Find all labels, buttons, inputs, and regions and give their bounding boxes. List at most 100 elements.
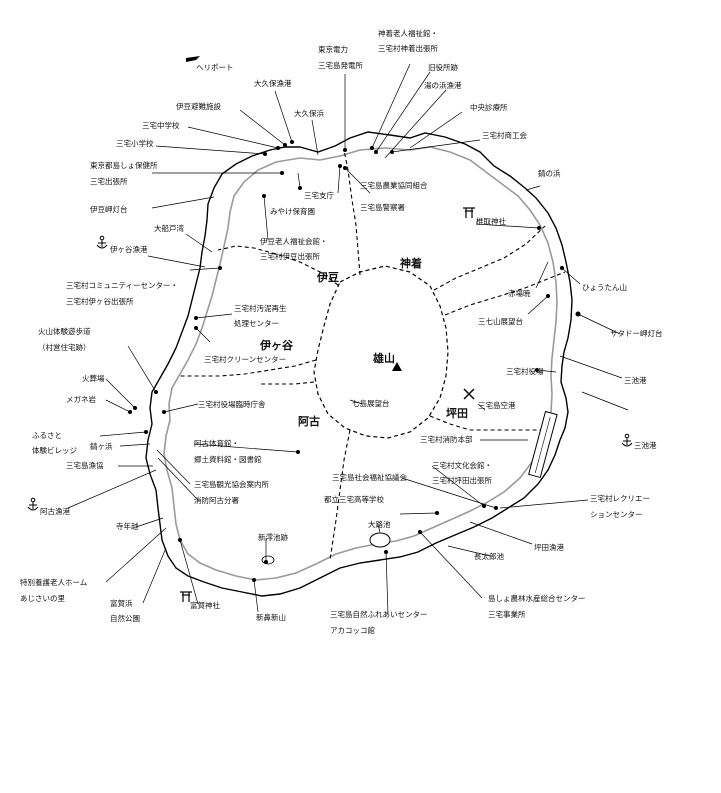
label-izu-welfare-1: 伊豆老人福祉会館・ <box>260 237 328 246</box>
label-miyake-elem: 三宅小学校 <box>116 139 154 148</box>
shrine-icon <box>463 207 475 218</box>
airport-icon <box>463 388 475 400</box>
district-izu: 伊豆 <box>317 271 339 284</box>
oike-lake <box>369 532 391 548</box>
label-tokyo-power: 東京電力 <box>318 45 348 54</box>
peak-icon <box>392 362 402 371</box>
label-nursing-2: あじさいの里 <box>20 594 65 603</box>
label-volcano-trail-2: （村営住宅跡） <box>38 343 91 352</box>
label-kamitsuki-welfare-2: 三宅村神着出張所 <box>378 44 438 53</box>
label-agri-center-1: 島しょ農林水産総合センター <box>488 594 586 603</box>
label-nanashima: 三七山展望台 <box>478 317 523 326</box>
label-shichito: 七島展望台 <box>352 399 390 408</box>
label-miyake-branch: 三宅支庁 <box>304 191 334 200</box>
label-ishi-no-hara: 錆の浜 <box>538 169 561 178</box>
label-okubo-beach: 大久保浜 <box>294 109 324 118</box>
label-heliport: ヘリポート <box>196 63 234 72</box>
label-shinmio-yama: 新鼻新山 <box>256 613 286 622</box>
label-izu-lighthouse: 伊豆岬灯台 <box>90 205 128 214</box>
label-nature-2: アカコッコ館 <box>330 626 375 635</box>
district-tsubota: 坪田 <box>446 407 468 420</box>
label-jinenji: 寺年越 <box>116 522 139 531</box>
label-igaya-fishing: 伊ヶ谷漁港 <box>110 245 148 254</box>
label-kazando: 火葬場 <box>82 374 105 383</box>
label-sataduke: サタドー岬灯台 <box>610 329 663 338</box>
label-toga-shrine-2: 富賀神社 <box>190 601 220 610</box>
label-hyoutan: ひょうたん山 <box>582 283 627 292</box>
label-recreation-1: 三宅村レクリエー <box>590 494 650 503</box>
label-agri-center-2: 三宅事業所 <box>488 610 526 619</box>
label-miike: 三池港 <box>624 376 647 385</box>
label-akabakyo: 赤場暁 <box>508 289 531 298</box>
label-ako-gym-1: 阿古体育館・ <box>194 439 239 448</box>
label-miyake-nursery: みやけ保育園 <box>270 207 315 216</box>
label-oike: 大路池 <box>368 520 391 529</box>
label-police: 三宅島警察署 <box>360 203 405 212</box>
anchor-icon <box>27 497 39 511</box>
label-furusato-1: ふるさと <box>32 431 62 440</box>
label-old-office: 旧役所跡 <box>428 63 458 72</box>
crater-rim <box>313 265 449 439</box>
anchor-icon <box>96 235 108 249</box>
label-fire-branch: 消防阿古分署 <box>194 496 239 505</box>
label-shinmio: 新澪池跡 <box>258 533 288 542</box>
label-okubo-fishing: 大久保漁港 <box>254 79 292 88</box>
label-community-2: 三宅村伊ヶ谷出張所 <box>66 297 134 306</box>
label-furusato-2: 体験ビレッジ <box>32 446 77 455</box>
shinmio-lake <box>261 555 275 565</box>
label-kaigo: 錆ヶ浜 <box>90 442 113 451</box>
shrine-icon <box>180 591 192 602</box>
label-central-clinic: 中央診療所 <box>470 103 508 112</box>
label-miyake-junior: 三宅中学校 <box>142 121 180 130</box>
anchor-icon <box>621 433 633 447</box>
label-toyama-1: 富賀浜 <box>110 599 133 608</box>
label-high-school: 都立三宅高等学校 <box>324 495 384 504</box>
label-ako-fishing: 阿古漁港 <box>40 507 70 516</box>
label-volcano-trail-1: 火山体験遊歩道 <box>38 327 91 336</box>
ring-road <box>163 146 558 581</box>
leader-lines <box>67 63 629 615</box>
label-nursing-1: 特別養護老人ホーム <box>20 578 88 587</box>
label-megane: メガネ岩 <box>66 395 96 404</box>
label-tepco-branch-2: 三宅出張所 <box>90 177 128 186</box>
coastline <box>145 131 573 597</box>
label-miike-port: 三池港 <box>634 441 657 450</box>
label-temp-office: 三宅村役場臨時庁舎 <box>198 400 266 409</box>
label-izu-welfare-2: 三宅村伊豆出張所 <box>260 252 320 261</box>
label-oofunado: 大船戸湾 <box>154 224 184 233</box>
label-recreation-2: ションセンター <box>590 510 643 519</box>
district-igaya: 伊ヶ谷 <box>260 339 293 352</box>
label-ako-gym-2: 郷土資料館・図書館 <box>194 455 262 464</box>
label-clean-center: 三宅村クリーンセンター <box>204 355 287 364</box>
peak-label: 雄山 <box>373 352 395 365</box>
district-boundaries <box>178 149 566 561</box>
label-ko-fishing: 湯の浜漁港 <box>424 81 462 90</box>
label-miyake-power: 三宅島発電所 <box>318 61 363 70</box>
label-culture-2: 三宅村坪田出張所 <box>432 476 492 485</box>
airport-runway <box>528 410 558 479</box>
label-culture-1: 三宅村文化会館・ <box>432 461 492 470</box>
label-airport: 三宅島空港 <box>478 401 516 410</box>
label-waste-2: 処理センター <box>234 319 279 328</box>
place-markers <box>128 140 581 582</box>
label-community-1: 三宅村コミュニティーセンター・ <box>66 281 179 290</box>
label-fire: 三宅村消防本部 <box>420 435 473 444</box>
label-agri-coop: 三宅島農業協同組合 <box>360 181 428 190</box>
district-ako: 阿古 <box>298 415 320 428</box>
label-commerce: 三宅村商工会 <box>482 131 527 140</box>
label-tourism: 三宅島観光協会案内所 <box>194 480 269 489</box>
label-nature-1: 三宅島自然ふれあいセンター <box>330 610 428 619</box>
label-tepco-branch-1: 東京都島しょ保健所 <box>90 161 158 170</box>
label-toyama-2: 自然公園 <box>110 614 140 623</box>
label-nagatarou: 長太郎池 <box>474 552 504 561</box>
label-toga-shrine: 椎取神社 <box>476 217 506 226</box>
label-social-welfare: 三宅島社会福祉協議会 <box>332 473 407 482</box>
district-kamitsuki: 神着 <box>400 257 422 270</box>
label-tsubota-fishing: 坪田漁港 <box>534 543 564 552</box>
label-fisheries: 三宅島漁協 <box>66 461 104 470</box>
label-village-office: 三宅村役場 <box>506 367 544 376</box>
label-izu-evac: 伊豆避難施設 <box>176 102 221 111</box>
plane-icon <box>186 56 200 62</box>
label-kamitsuki-welfare-1: 神着老人福祉館・ <box>378 29 438 38</box>
